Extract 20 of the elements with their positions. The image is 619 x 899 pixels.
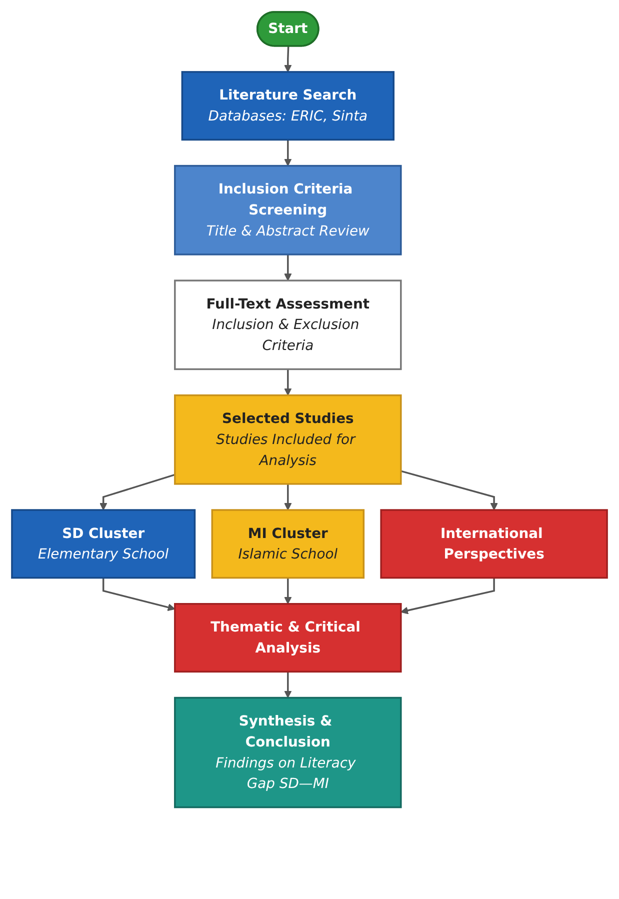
node-box: Synthesis & Conclusion Findings on Literacy Gap SD—MI bbox=[174, 696, 402, 808]
node-box: Full-Text Assessment Inclusion & Exclusion Criteria bbox=[174, 280, 402, 370]
arrow bbox=[284, 254, 292, 281]
node-box: International Perspectives bbox=[380, 509, 608, 579]
node-box: Literature Search Databases: ERIC, Sinta bbox=[181, 71, 394, 141]
arrow bbox=[102, 578, 176, 612]
arrow bbox=[284, 46, 292, 72]
arrow bbox=[284, 672, 292, 698]
node-box: MI Cluster Islamic School bbox=[211, 509, 365, 579]
node-box: Selected Studies Studies Included for Analysis bbox=[174, 394, 402, 485]
arrow bbox=[284, 578, 292, 604]
arrow bbox=[400, 470, 498, 510]
arrow bbox=[400, 578, 495, 614]
arrow bbox=[100, 474, 176, 510]
arrow bbox=[284, 140, 292, 166]
node-box: Thematic & Critical Analysis bbox=[174, 603, 402, 673]
arrow bbox=[284, 484, 292, 510]
arrow bbox=[284, 369, 292, 396]
node-box: Inclusion Criteria Screening Title & Abstract Review bbox=[174, 164, 402, 256]
node-box: SD Cluster Elementary School bbox=[11, 509, 196, 579]
